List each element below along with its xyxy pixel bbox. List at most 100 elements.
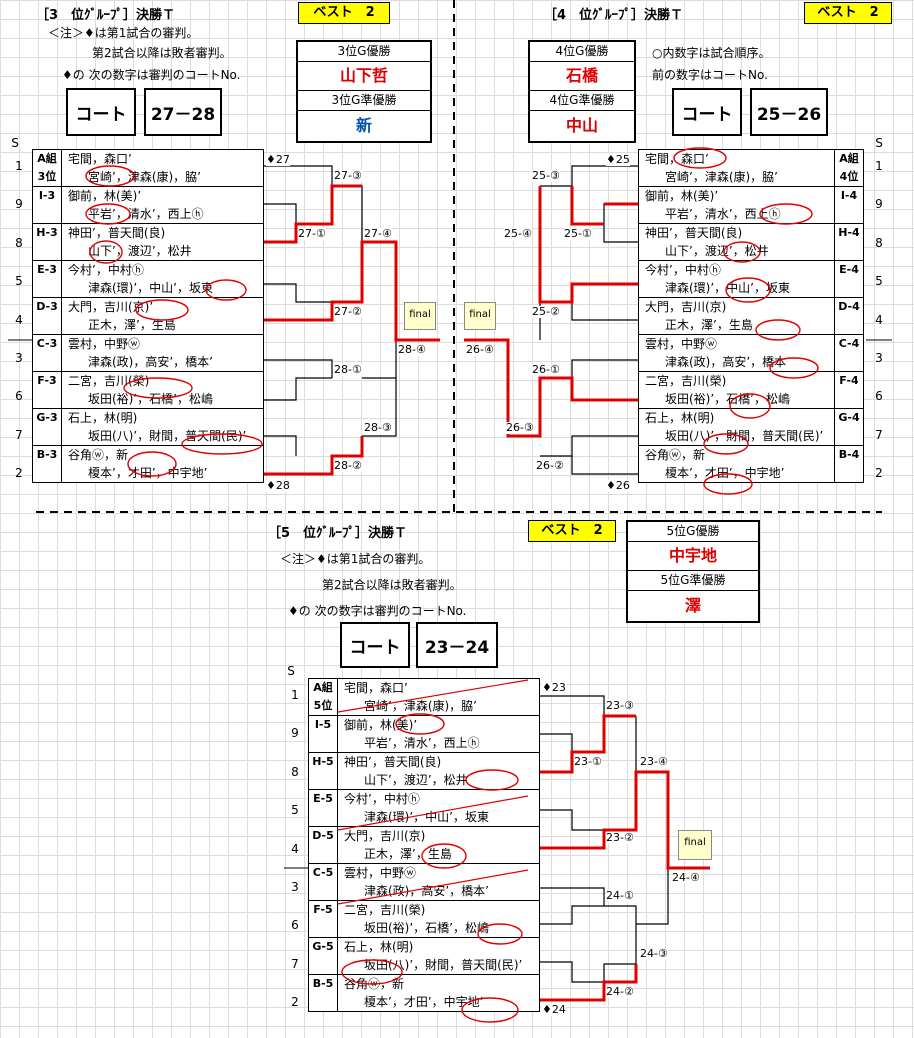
section-3-winner-box: 3位G優勝 山下哲 3位G準優勝 新 (296, 40, 432, 143)
pair-line-1: 二宮，吉川(榮) (61, 371, 264, 390)
section-3-note-2: 第2試合以降は敗者審判。 (92, 46, 232, 60)
player-row: 榎本’，才田’，中宇地’ (32, 464, 264, 483)
pair-line-2: 津森(環)’，中山’，坂東 (638, 279, 835, 298)
player-row: 津森(政)，高安’，橋本 (638, 353, 864, 372)
pair-line-2: 坂田(裕)’，石橋’，松嶋 (61, 390, 264, 409)
group-code: B-3 (32, 445, 62, 464)
pair-line-2: 宮崎’，津森(康)，脇’ (337, 697, 540, 716)
sec4-umpire-bottom: ♦26 (606, 479, 630, 492)
group-code: F-3 (32, 371, 62, 390)
section-5-winner-label: 5位G優勝 (628, 522, 758, 542)
group-rank (32, 353, 62, 372)
section-3-runner-name: 新 (355, 116, 372, 135)
group-rank (834, 390, 864, 409)
player-row: 坂田(裕)’，石橋’，松嶋 (638, 390, 864, 409)
sec5-match-24-3: 24-③ (640, 947, 668, 960)
section-5-note-2: 第2試合以降は敗者審判。 (322, 578, 462, 592)
seed-number: 2 (15, 466, 23, 481)
sec4-match-26-3: 26-③ (506, 421, 534, 434)
group-rank (308, 771, 338, 790)
sec5-match-23-1: 23-① (574, 755, 602, 768)
sec3-match-28-3: 28-③ (364, 421, 392, 434)
pair-line-2: 正木，澤’，生島 (337, 845, 540, 864)
section-5-court-numbers: 23－24 (416, 622, 498, 668)
player-row: 大門，吉川(京)D-4 (638, 297, 864, 316)
pair-line-2: 平岩’，清水’，西上ⓗ (638, 205, 835, 224)
pair-line-2: 坂田(八)’，財間，普天間(民)’ (638, 427, 835, 446)
player-row: 坂田(八)’，財間，普天間(民)’ (638, 427, 864, 446)
sec5-umpire-bottom: ♦24 (542, 1003, 566, 1016)
player-row: 山下’，渡辺’，松井 (308, 771, 540, 790)
pair-line-2: 榎本’，才田’，中宇地’ (337, 993, 540, 1012)
pair-line-1: 宅間，森口’ (638, 149, 835, 168)
section-3-runner-label: 3位G準優勝 (298, 91, 430, 111)
section-3-seed-header: S (11, 136, 19, 150)
player-row: 3位宮崎’，津森(康)，脇’ (32, 168, 264, 187)
group-rank: 4位 (834, 168, 864, 187)
seed-number: 9 (15, 197, 23, 212)
section-3-court-numbers: 27－28 (144, 88, 222, 136)
group-rank (32, 316, 62, 335)
sec3-final-label: final (404, 302, 436, 330)
pair-line-1: 今村’，中村ⓗ (61, 260, 264, 279)
seed-number: 6 (15, 389, 23, 404)
sec3-match-27-1: 27-① (298, 227, 326, 240)
group-code: I-3 (32, 186, 62, 205)
section-3-best-badge: ベスト 2 (298, 2, 390, 24)
seed-number: 8 (15, 235, 23, 250)
player-row: A組宅間，森口’ (32, 149, 264, 168)
section-4-winner-box: 4位G優勝 石橋 4位G準優勝 中山 (528, 40, 636, 143)
group-code: D-3 (32, 297, 62, 316)
pair-line-2: 津森(政)，高安’，橋本’ (61, 353, 264, 372)
group-rank (32, 279, 62, 298)
group-code: C-5 (308, 863, 338, 882)
sec4-match-25-3: 25-③ (532, 169, 560, 182)
pair-line-2: 津森(環)’，中山’，坂東 (337, 808, 540, 827)
group-code: G-5 (308, 937, 338, 956)
group-code: I-5 (308, 715, 338, 734)
section-5-best-badge: ベスト 2 (528, 520, 616, 542)
pair-line-2: 坂田(裕)’，石橋’，松嶋 (337, 919, 540, 938)
section-4-best-badge: ベスト 2 (804, 2, 892, 24)
group-rank (834, 427, 864, 446)
player-row: 平岩’，清水’，西上ⓗ (308, 734, 540, 753)
seed-number: 6 (291, 918, 299, 933)
sec3-umpire-bottom: ♦28 (266, 479, 290, 492)
sec3-match-27-2: 27-② (334, 305, 362, 318)
section-5-note-1: ＜注＞♦は第1試合の審判。 (280, 552, 431, 566)
section-4-title: ［4 位ｸﾞﾙｰﾌﾟ］決勝Ｔ (544, 8, 684, 23)
sec5-match-24-2: 24-② (606, 985, 634, 998)
pair-line-2: 津森(政)，高安’，橋本 (638, 353, 835, 372)
group-rank (32, 205, 62, 224)
group-code: I-4 (834, 186, 864, 205)
group-rank (32, 242, 62, 261)
player-row: 坂田(裕)’，石橋’，松嶋 (32, 390, 264, 409)
pair-line-1: 二宮，吉川(榮) (638, 371, 835, 390)
seed-number: 3 (15, 351, 23, 365)
pair-line-1: 大門，吉川(京) (337, 826, 540, 845)
group-code: E-4 (834, 260, 864, 279)
section-4-winner-name: 石橋 (530, 62, 634, 91)
sec3-bracket-black (264, 165, 397, 456)
seed-number: 7 (15, 427, 23, 442)
pair-line-2: 榎本’，才田’，中宇地’ (638, 464, 835, 483)
pair-line-1: 谷角ⓦ，新 (61, 445, 264, 464)
pair-line-2: 平岩’，清水’，西上ⓗ (337, 734, 540, 753)
pair-line-1: 石上，林(明) (61, 408, 264, 427)
seed-number: 5 (15, 274, 23, 289)
section-3-winner-label: 3位G優勝 (298, 42, 430, 62)
player-row: 御前，林(美)’I-4 (638, 186, 864, 205)
sec3-match-28-2: 28-② (334, 459, 362, 472)
pair-line-1: 今村’，中村ⓗ (638, 260, 835, 279)
seed-number: 5 (875, 274, 883, 289)
seed-number: 5 (291, 803, 299, 818)
player-row: 坂田(八)’，財間，普天間(民)’ (32, 427, 264, 446)
pair-line-1: 大門，吉川(京) (638, 297, 835, 316)
